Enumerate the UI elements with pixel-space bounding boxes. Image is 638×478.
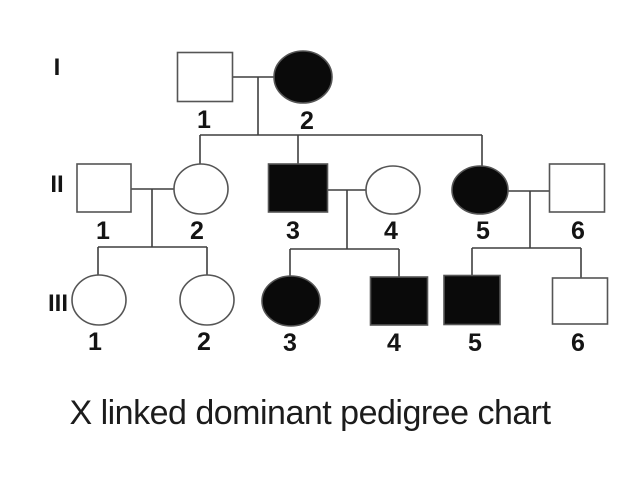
individual-number-III-3: 3 — [283, 329, 297, 357]
individual-II-5-affected-female — [451, 165, 509, 215]
individual-number-II-1: 1 — [96, 217, 110, 245]
individual-number-III-4: 4 — [387, 329, 401, 357]
individual-II-4-unaffected-female — [365, 165, 421, 215]
pedigree-individuals — [71, 50, 609, 327]
individual-number-III-5: 5 — [468, 329, 482, 357]
individual-number-II-2: 2 — [190, 217, 204, 245]
individual-III-1-unaffected-female — [71, 274, 127, 326]
individual-I-1-unaffected-male — [176, 51, 234, 103]
generation-label-III: III — [48, 290, 68, 317]
individual-III-3-affected-female — [261, 275, 321, 327]
individual-number-I-1: 1 — [197, 106, 211, 134]
individual-number-III-6: 6 — [571, 329, 585, 357]
individual-III-5-affected-male — [443, 274, 501, 326]
pedigree-connector-lines — [97, 76, 582, 279]
individual-number-II-6: 6 — [571, 217, 585, 245]
individual-I-2-affected-female — [273, 50, 333, 104]
individual-number-III-1: 1 — [88, 328, 102, 356]
individual-III-2-unaffected-female — [179, 274, 235, 326]
individual-II-6-unaffected-male — [548, 163, 606, 213]
individual-II-3-affected-male — [267, 163, 329, 213]
individual-number-II-3: 3 — [286, 217, 300, 245]
generation-label-I: I — [54, 54, 61, 81]
individual-III-4-affected-male — [369, 276, 429, 326]
individual-number-II-5: 5 — [476, 217, 490, 245]
individual-number-II-4: 4 — [384, 217, 398, 245]
chart-caption: X linked dominant pedigree chart — [69, 394, 551, 432]
individual-number-III-2: 2 — [197, 328, 211, 356]
individual-II-1-unaffected-male — [76, 163, 132, 213]
individual-number-I-2: 2 — [300, 107, 314, 135]
individual-III-6-unaffected-male — [551, 277, 609, 325]
generation-label-II: II — [50, 171, 63, 198]
individual-II-2-unaffected-female — [173, 163, 229, 215]
